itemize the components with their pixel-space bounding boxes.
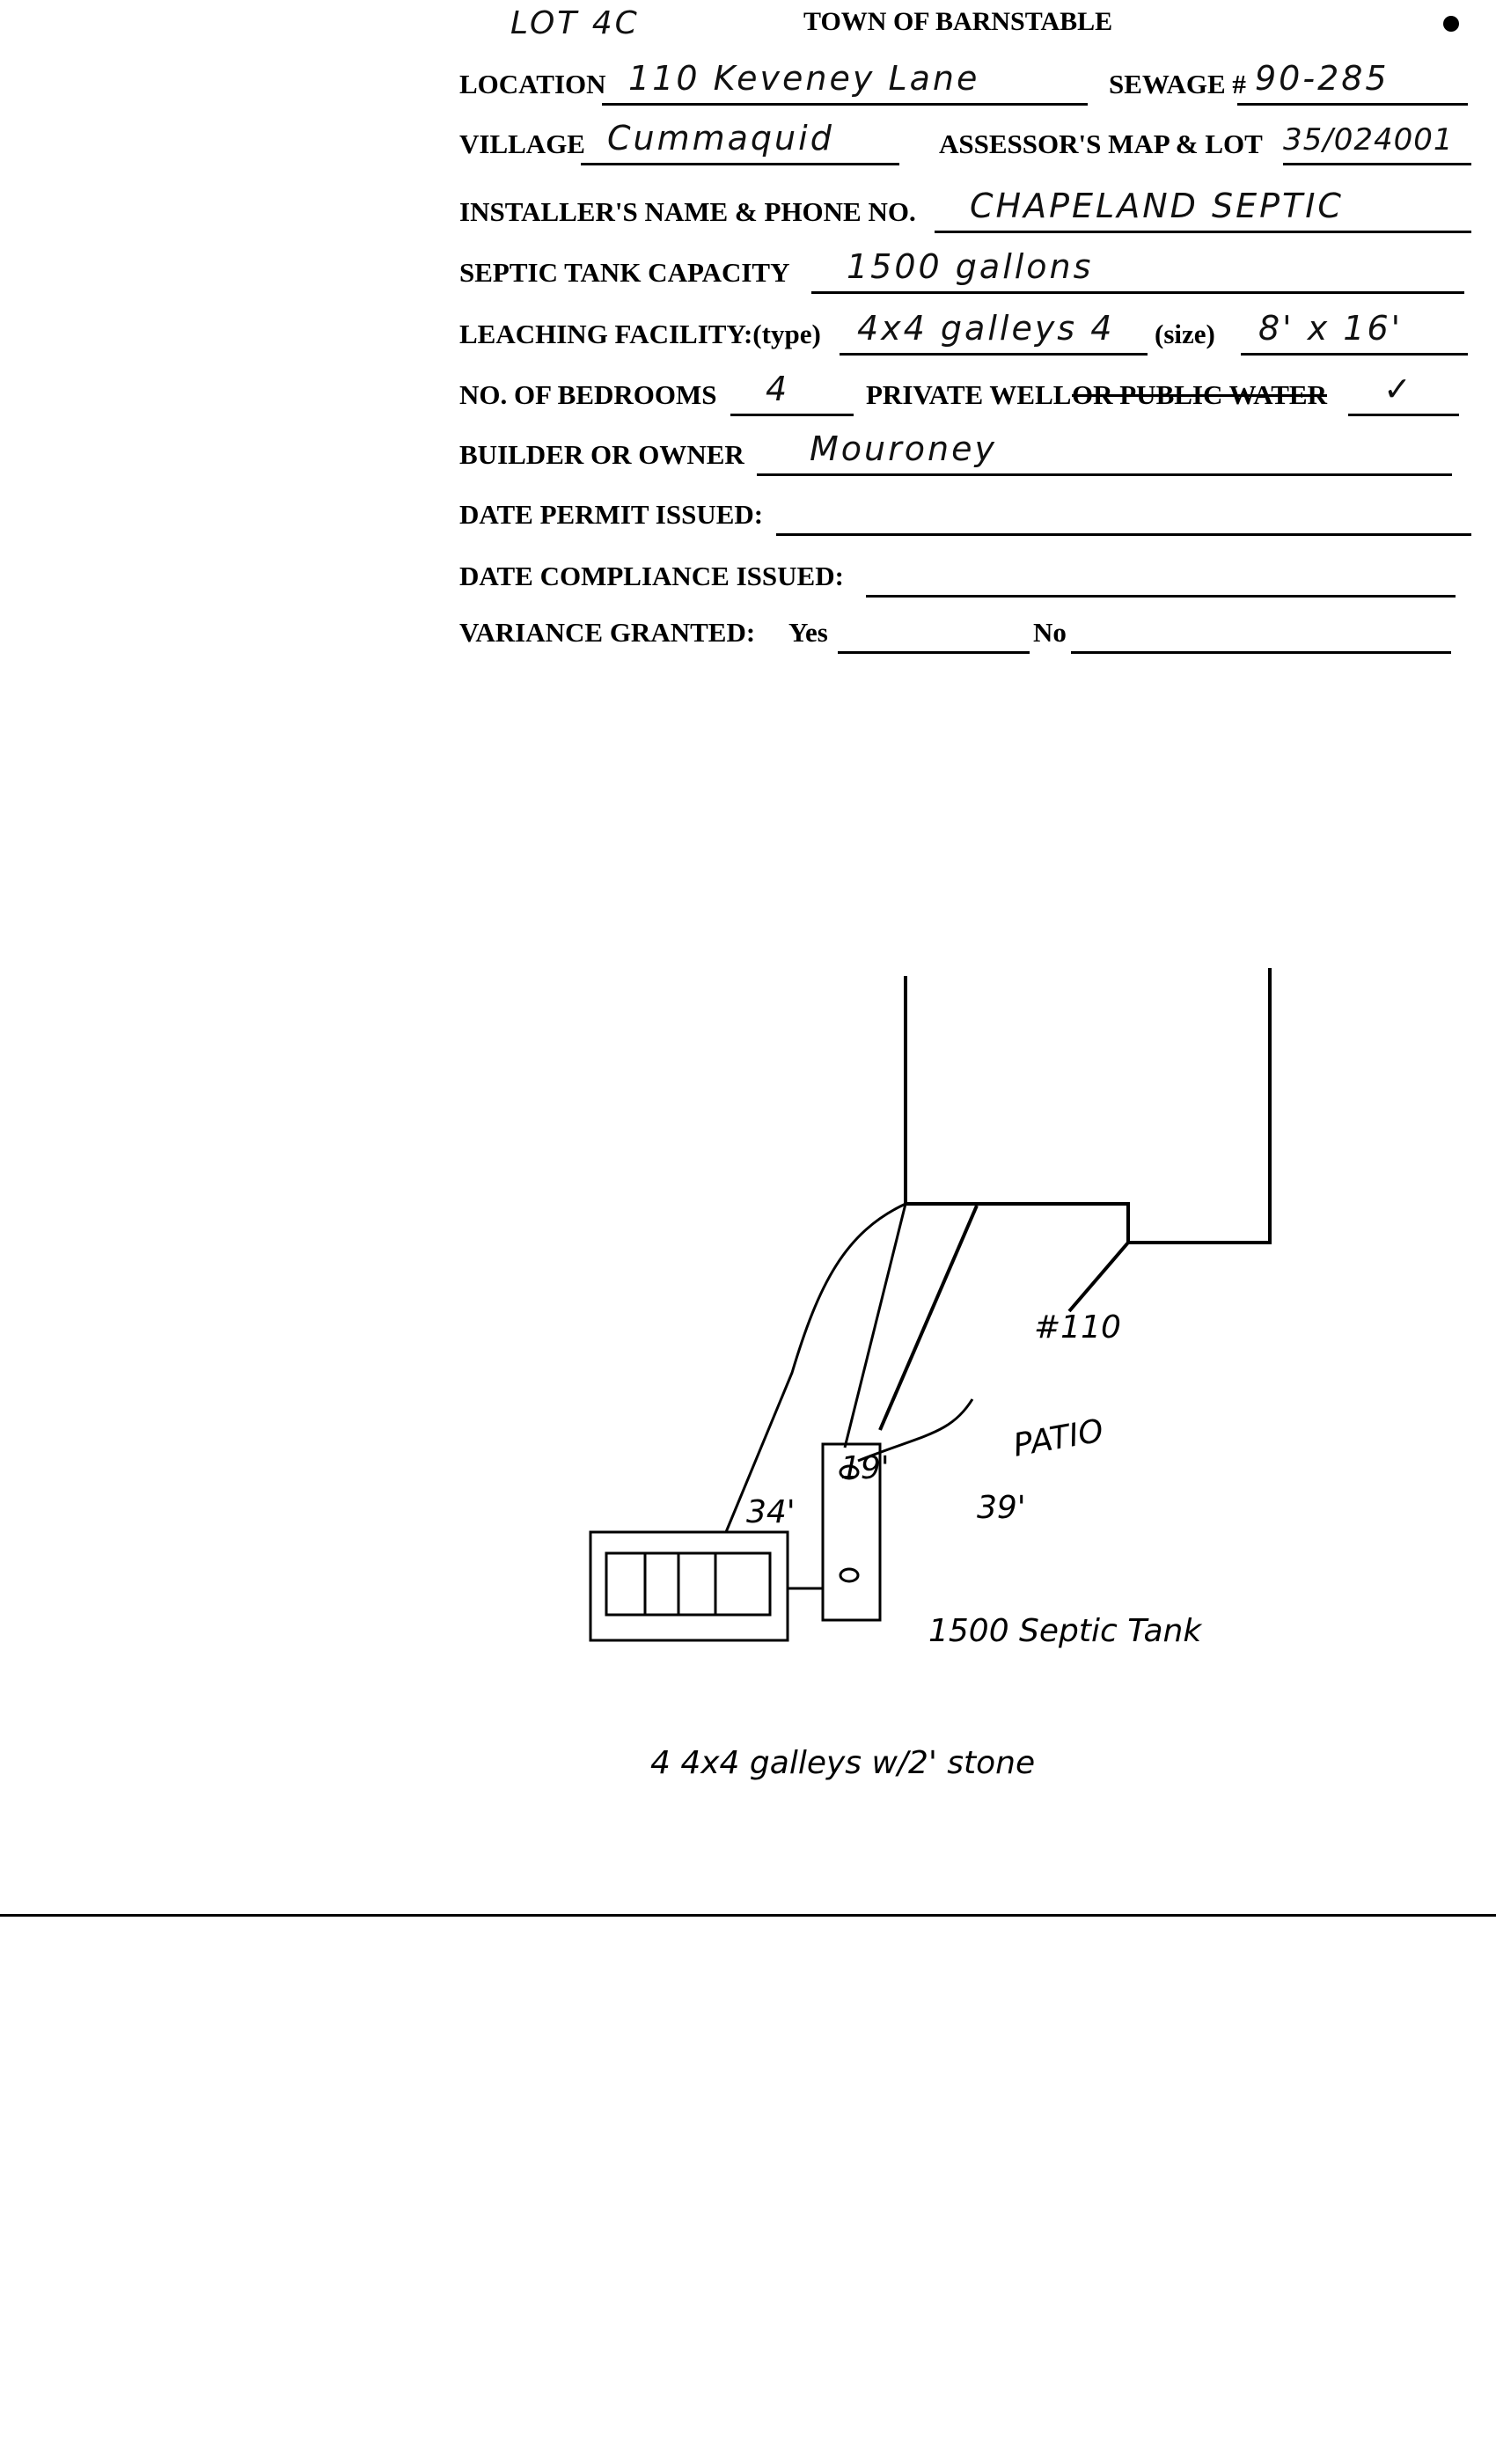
leaching-size-label: (size)	[1155, 319, 1215, 349]
tank-inlet	[839, 1464, 860, 1480]
septic-tank	[821, 1442, 882, 1622]
public-water-label: OR PUBLIC WATER	[1072, 379, 1327, 410]
leaching-type-field[interactable]: 4x4 galleys 4	[840, 309, 1148, 356]
variance-yes-label: Yes	[788, 617, 828, 648]
date-compliance-row: DATE COMPLIANCE ISSUED:	[459, 554, 1471, 598]
bedrooms-row: NO. OF BEDROOMS 4 PRIVATE WELL OR PUBLIC…	[459, 370, 1471, 416]
date-permit-row: DATE PERMIT ISSUED:	[459, 492, 1471, 536]
installer-row: INSTALLER'S NAME & PHONE NO. CHAPELAND S…	[459, 187, 1471, 233]
house-label: #110	[1034, 1309, 1121, 1346]
tank-outlet	[839, 1567, 860, 1583]
builder-row: BUILDER OR OWNER Mouroney	[459, 429, 1471, 476]
bedrooms-value: 4	[766, 370, 790, 408]
location-field[interactable]: 110 Keveney Lane	[602, 59, 1088, 106]
village-field[interactable]: Cummaquid	[581, 119, 899, 165]
installer-label: INSTALLER'S NAME & PHONE NO.	[459, 196, 916, 227]
septic-capacity-field[interactable]: 1500 gallons	[811, 247, 1464, 294]
water-checkmark: ✓	[1383, 370, 1414, 408]
leaching-row: LEACHING FACILITY:(type) 4x4 galleys 4 (…	[459, 309, 1471, 356]
date-compliance-label: DATE COMPLIANCE ISSUED:	[459, 561, 844, 591]
private-well-label: PRIVATE WELL	[866, 379, 1072, 410]
date-permit-label: DATE PERMIT ISSUED:	[459, 499, 764, 530]
house-outline	[904, 968, 1272, 1244]
page-title: TOWN OF BARNSTABLE	[803, 7, 1113, 36]
distance-34-label: 34'	[746, 1494, 796, 1530]
patio-edge	[878, 1205, 979, 1431]
pipe-19	[843, 1203, 907, 1448]
location-value: 110 Keveney Lane	[628, 59, 980, 98]
leaching-size-field[interactable]: 8' x 16'	[1241, 309, 1468, 356]
variance-no-field[interactable]	[1071, 612, 1451, 654]
assessor-label: ASSESSOR'S MAP & LOT	[939, 128, 1263, 159]
village-label: VILLAGE	[459, 128, 585, 159]
location-row: LOCATION 110 Keveney Lane SEWAGE # 90-28…	[459, 59, 1471, 106]
leaching-galleys	[589, 1530, 789, 1642]
punch-hole-mark	[1443, 16, 1459, 32]
distance-19-label: 19'	[840, 1450, 890, 1486]
leaching-type-value: 4x4 galleys 4	[857, 309, 1115, 348]
assessor-value: 35/024001	[1283, 122, 1454, 158]
village-row: VILLAGE Cummaquid ASSESSOR'S MAP & LOT 3…	[459, 119, 1471, 165]
builder-field[interactable]: Mouroney	[757, 429, 1452, 476]
bedrooms-field[interactable]: 4	[730, 370, 854, 416]
village-value: Cummaquid	[607, 119, 834, 158]
variance-label: VARIANCE GRANTED:	[459, 617, 756, 648]
patio-label: PATIO	[1010, 1412, 1105, 1463]
distance-39-label: 39'	[977, 1490, 1026, 1526]
lot-note: LOT 4C	[510, 5, 640, 41]
bedrooms-label: NO. OF BEDROOMS	[459, 379, 717, 410]
variance-no-label: No	[1033, 617, 1067, 648]
sewage-label: SEWAGE #	[1109, 69, 1246, 99]
assessor-field[interactable]: 35/024001	[1283, 122, 1471, 165]
builder-label: BUILDER OR OWNER	[459, 439, 744, 470]
leaching-type-label: LEACHING FACILITY:(type)	[459, 319, 821, 349]
patio-edge-right	[1067, 1241, 1130, 1313]
date-permit-field[interactable]	[776, 495, 1471, 536]
septic-capacity-label: SEPTIC TANK CAPACITY	[459, 257, 790, 288]
leaching-size-value: 8' x 16'	[1258, 309, 1404, 348]
water-field[interactable]: ✓	[1348, 370, 1459, 416]
sewage-field[interactable]: 90-285	[1237, 59, 1468, 106]
sewage-value: 90-285	[1255, 59, 1390, 98]
pipe-34	[724, 1202, 906, 1533]
builder-value: Mouroney	[810, 429, 997, 468]
tank-label: 1500 Septic Tank	[928, 1613, 1203, 1649]
date-compliance-field[interactable]	[866, 556, 1456, 598]
page-divider	[0, 1914, 1496, 1917]
installer-field[interactable]: CHAPELAND SEPTIC	[935, 187, 1471, 233]
septic-row: SEPTIC TANK CAPACITY 1500 gallons	[459, 247, 1471, 294]
variance-row: VARIANCE GRANTED: Yes No	[459, 610, 1471, 654]
installer-value: CHAPELAND SEPTIC	[970, 187, 1344, 225]
variance-yes-field[interactable]	[838, 612, 1030, 654]
location-label: LOCATION	[459, 69, 606, 99]
galleys-caption: 4 4x4 galleys w/2' stone	[650, 1745, 1035, 1781]
septic-capacity-value: 1500 gallons	[847, 247, 1094, 286]
